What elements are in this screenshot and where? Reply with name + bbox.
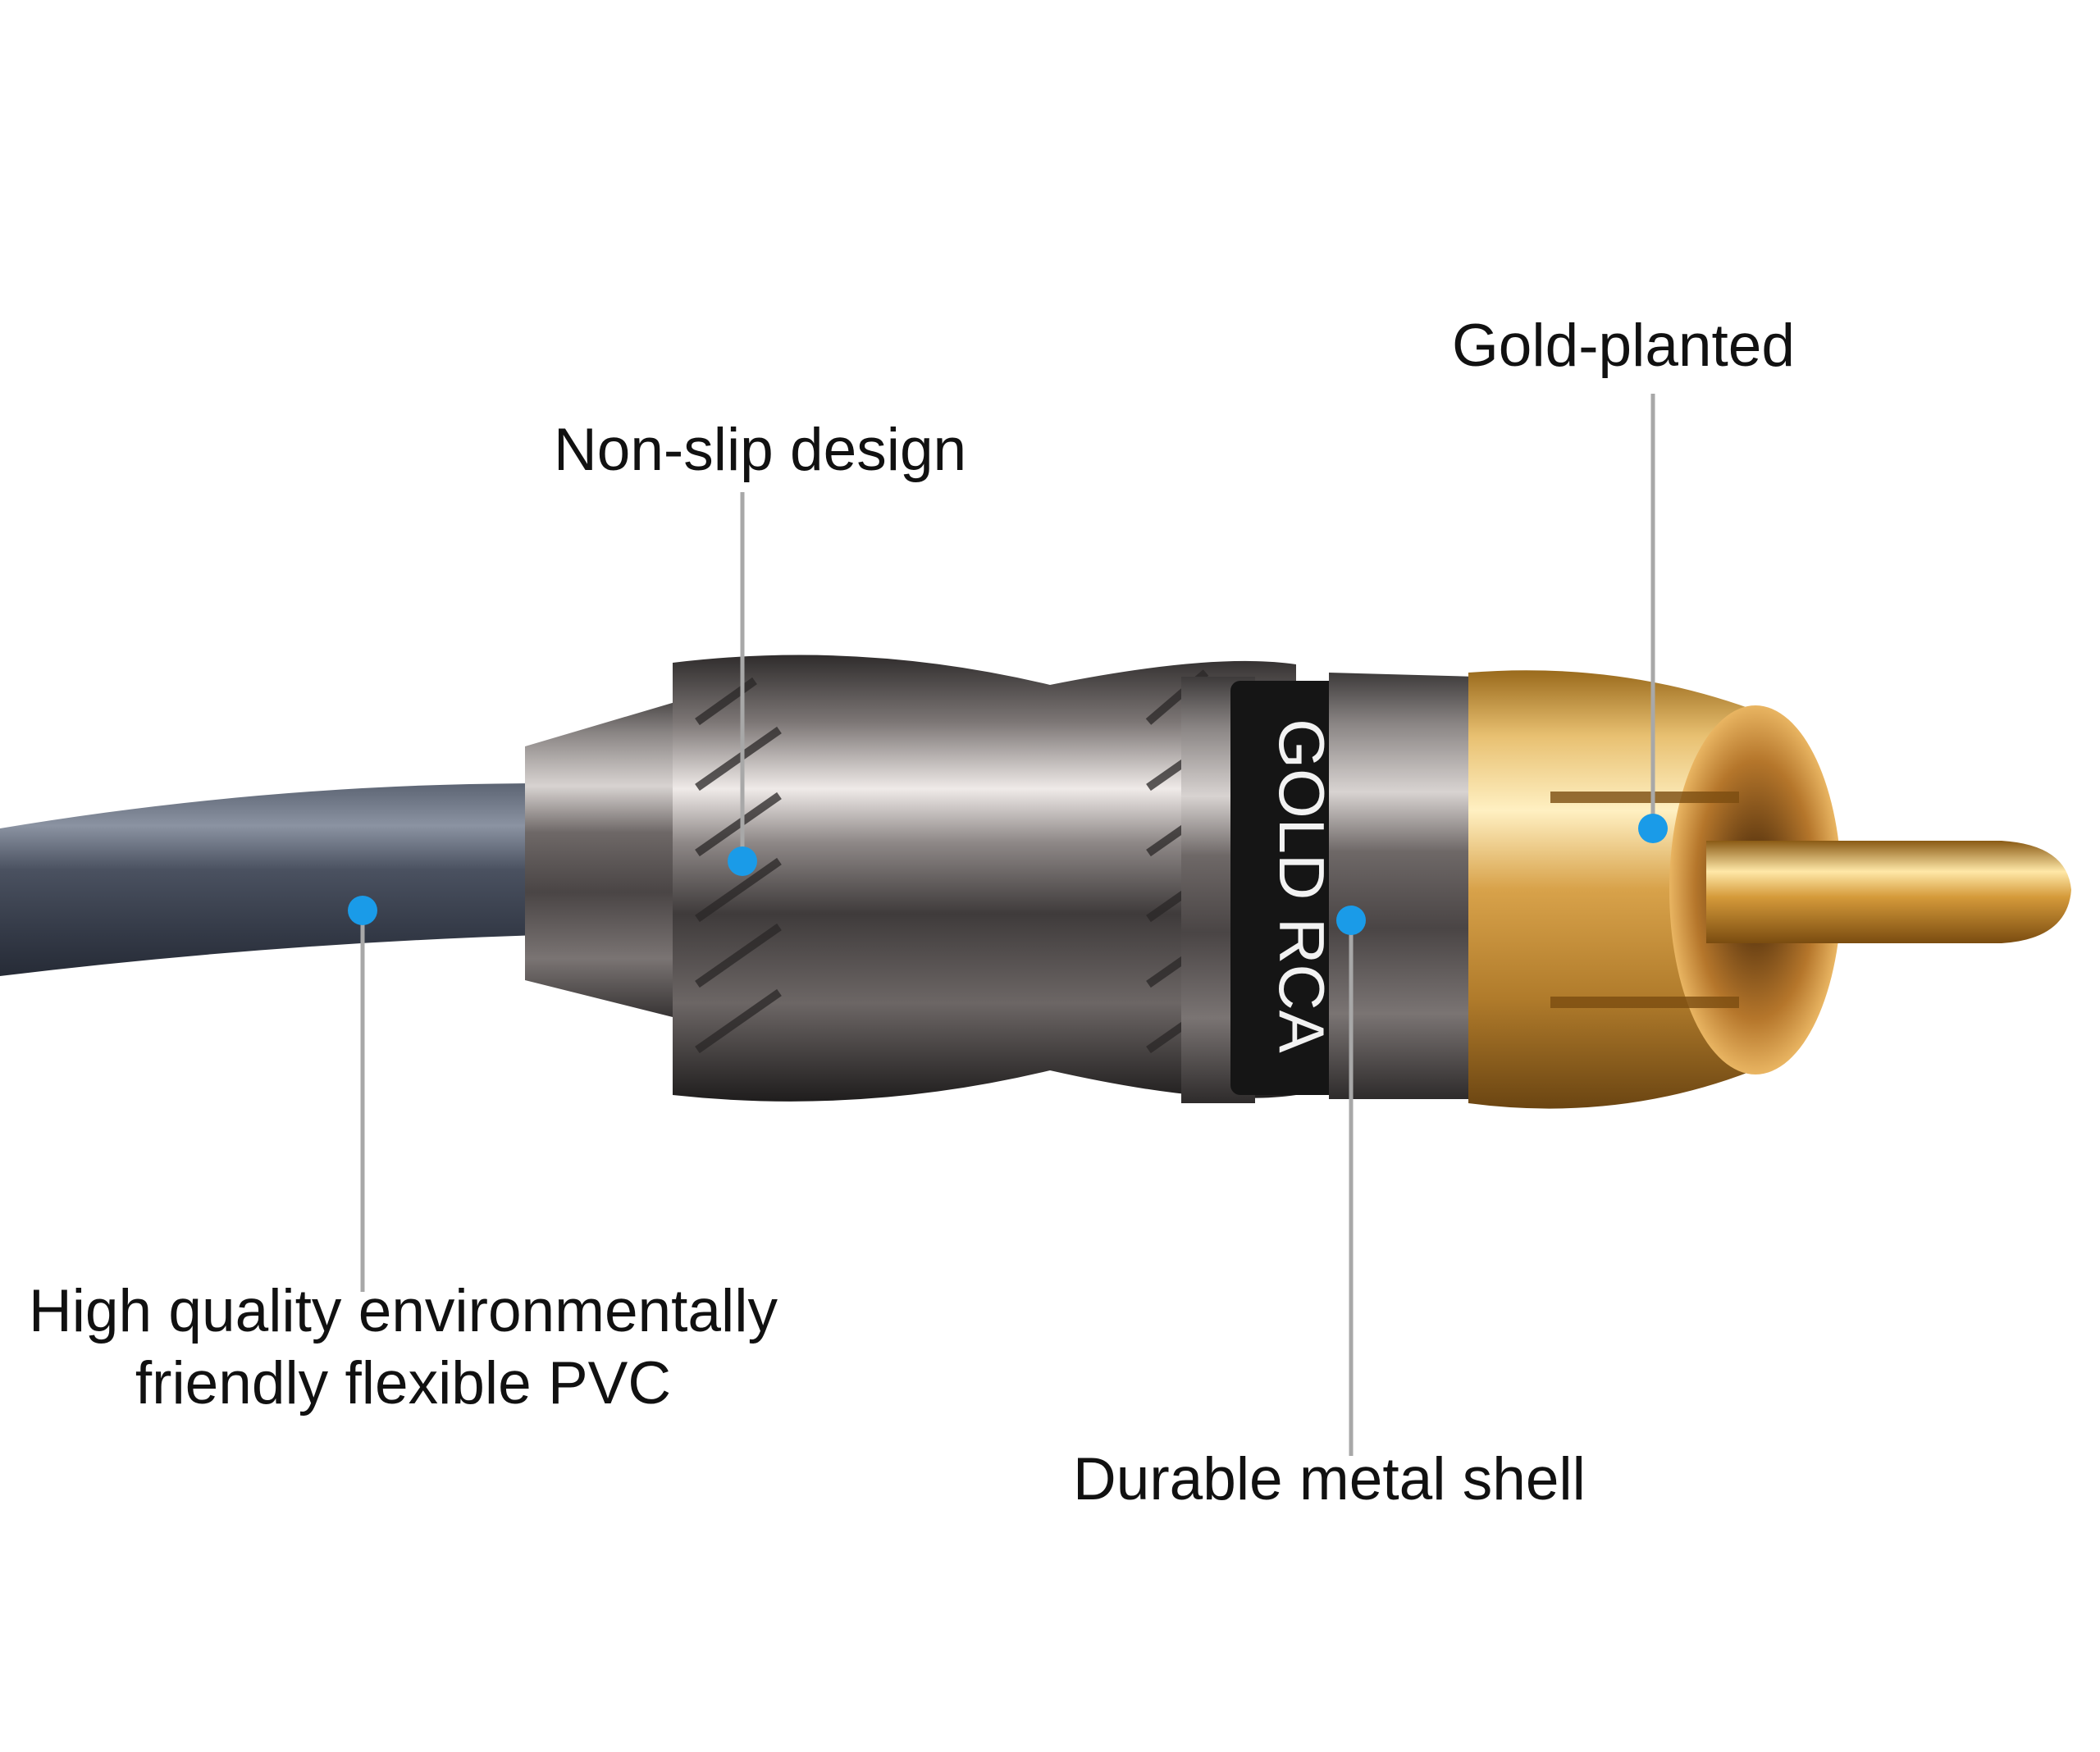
band-text: GOLD RCA	[1266, 719, 1338, 1052]
label-pvc: High quality environmentally friendly fl…	[29, 1275, 778, 1419]
dot-pvc	[348, 896, 377, 925]
dot-nonslip	[728, 846, 757, 876]
knurled-grip	[673, 655, 1296, 1102]
rear-sleeve	[525, 693, 705, 1025]
leader-lines	[360, 394, 1655, 1456]
label-gold-plated: Gold-planted	[1452, 313, 1796, 379]
gold-slot-upper	[1550, 792, 1739, 803]
dot-shell	[1336, 906, 1366, 935]
black-band	[1230, 681, 1341, 1095]
callout-dots	[348, 814, 1668, 935]
center-pin	[1706, 841, 2071, 943]
gold-slot-lower	[1550, 997, 1739, 1008]
pvc-cable	[0, 783, 541, 976]
label-pvc-line1: High quality environmentally	[29, 1278, 778, 1344]
label-non-slip-design: Non-slip design	[554, 417, 967, 483]
label-metal-shell: Durable metal shell	[1073, 1446, 1586, 1512]
dot-gold	[1638, 814, 1668, 843]
label-pvc-line2: friendly flexible PVC	[135, 1349, 672, 1417]
front-ring	[1329, 673, 1477, 1099]
